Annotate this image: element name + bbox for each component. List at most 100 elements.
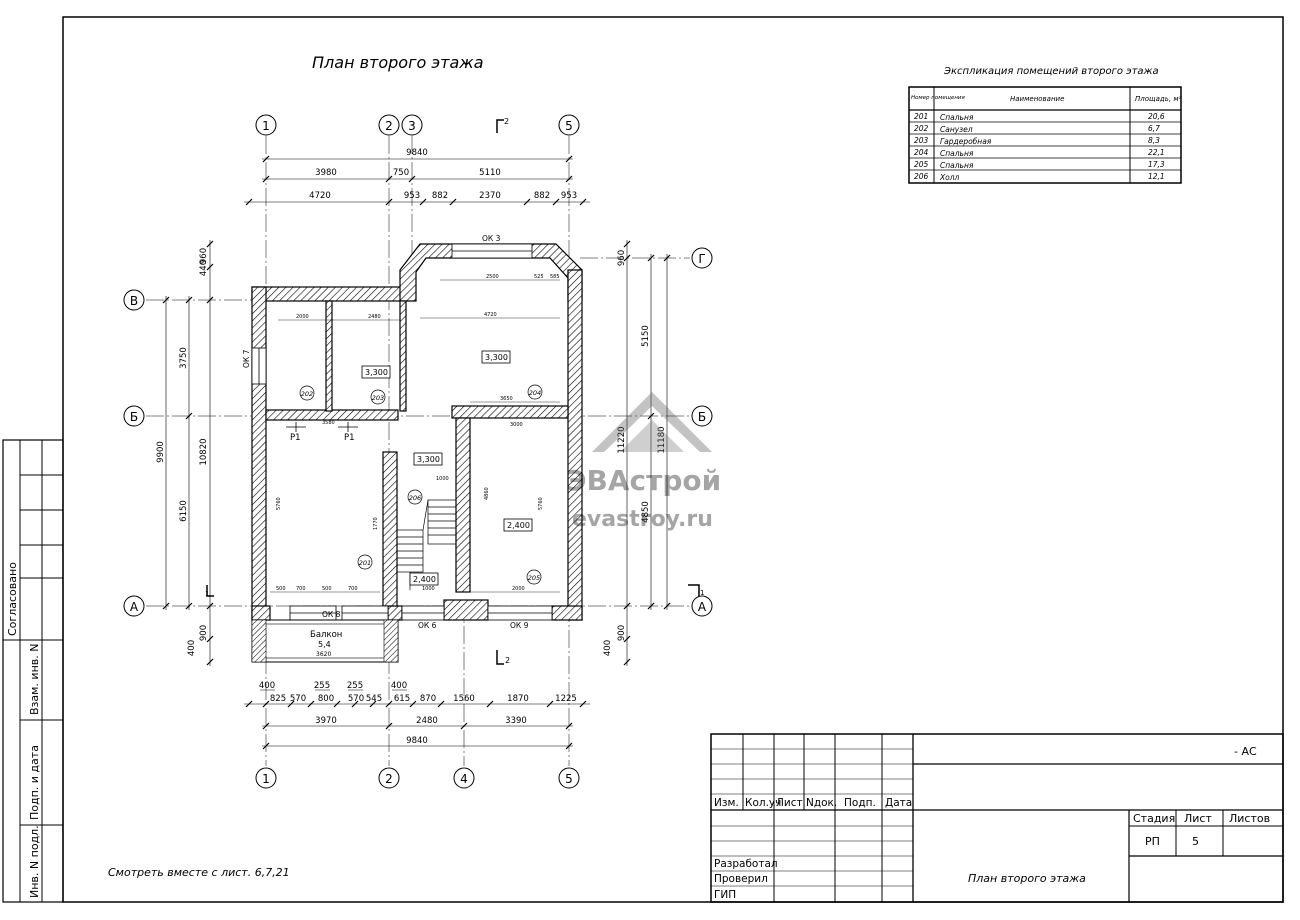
level-mark: 3,300 (365, 368, 388, 377)
dim-left: 6150 (179, 500, 189, 522)
room-number: 206 (409, 494, 421, 502)
dim-bottom: 800 (318, 694, 334, 704)
svg-text:201: 201 (914, 112, 928, 121)
level-mark: 2,400 (507, 521, 530, 530)
risers (286, 422, 358, 432)
room-markers (299, 384, 543, 585)
svg-text:525: 525 (534, 274, 544, 280)
dim-top: 750 (393, 168, 409, 178)
explication-row: 206 Холл 12,1 (914, 172, 1165, 182)
explication-header-name: Наименование (1010, 95, 1064, 103)
dim-bottom: 570 (290, 694, 306, 704)
walls (251, 243, 583, 621)
level-marks (361, 350, 533, 586)
dim-bottom: 570 (348, 694, 364, 704)
col-date: Дата (885, 797, 912, 809)
dim-top: 882 (534, 191, 550, 201)
role-chief: ГИП (714, 889, 736, 901)
balcony-label: Балкон (310, 630, 342, 640)
reference-note: Смотреть вместе с лист. 6,7,21 (108, 866, 290, 879)
room-number: 205 (528, 574, 540, 582)
dim-top-total: 9840 (406, 148, 428, 158)
svg-text:6,7: 6,7 (1148, 124, 1160, 133)
level-mark: 3,300 (485, 353, 508, 362)
svg-text:700: 700 (296, 586, 306, 592)
dim-right: 5150 (641, 325, 651, 347)
axis-right-g: Г (698, 252, 705, 266)
section-mark-top: 2 (504, 117, 509, 126)
dim-bottom: 1870 (507, 694, 529, 704)
svg-text:1000: 1000 (436, 476, 449, 482)
axis-top-2: 2 (385, 119, 393, 133)
dim-bottom-total: 9840 (406, 736, 428, 746)
room-number: 204 (529, 389, 541, 397)
svg-text:2000: 2000 (512, 586, 525, 592)
dim-left: 3750 (179, 347, 189, 369)
section-mark-left: 1 (205, 590, 209, 598)
axis-top-5: 5 (565, 119, 573, 133)
svg-text:4860: 4860 (484, 487, 490, 500)
stage-value: РП (1145, 835, 1160, 848)
section-mark-bottom: 2 (505, 656, 510, 665)
svg-text:3000: 3000 (510, 422, 523, 428)
svg-text:22,1: 22,1 (1148, 148, 1165, 157)
svg-text:4720: 4720 (484, 312, 497, 318)
dim-right: 11180 (657, 426, 667, 453)
axis-left-a: А (130, 600, 139, 614)
axis-left-v: В (130, 294, 138, 308)
sheet-frame (62, 16, 1284, 903)
axis-bottom-2: 2 (385, 772, 393, 786)
col-sheet: Лист (776, 797, 803, 809)
explication-header-number: Номер помещения (911, 95, 966, 101)
stamp-sign-date: Подп. и дата (28, 745, 41, 820)
svg-text:202: 202 (914, 124, 929, 133)
dim-bottom: 870 (420, 694, 436, 704)
watermark: ЭВАстрой evastroy.ru (566, 392, 721, 532)
explication-row: 202 Санузел 6,7 (914, 124, 1160, 134)
dim-bottom: 825 (270, 694, 286, 704)
dim-top: 2370 (479, 191, 501, 201)
dim-right: 11220 (617, 426, 627, 453)
watermark-brand: ЭВАстрой (566, 464, 721, 497)
riser-label: Р1 (344, 433, 355, 443)
staircase (396, 499, 457, 590)
balcony-width: 3620 (316, 651, 331, 658)
explication-row: 204 Спальня 22,1 (914, 148, 1165, 158)
dim-right: 4850 (641, 501, 651, 523)
svg-text:5760: 5760 (276, 497, 282, 510)
dim-left: 440 (199, 260, 209, 276)
svg-text:700: 700 (348, 586, 358, 592)
axis-bottom-5: 5 (565, 772, 573, 786)
room-number: 203 (372, 394, 384, 402)
dim-bottom: 1560 (453, 694, 475, 704)
role-developer: Разработал (714, 858, 778, 870)
axis-top-3: 3 (408, 119, 416, 133)
axis-left-b: Б (130, 410, 138, 424)
stamp-drawing-title: План второго этажа (968, 872, 1086, 885)
svg-text:3580: 3580 (322, 420, 335, 426)
dim-right: 960 (617, 250, 627, 266)
dim-left-bottom: 400 (187, 640, 197, 656)
svg-text:2500: 2500 (486, 274, 499, 280)
dim-top: 953 (561, 191, 577, 201)
floor-plan: 1 2 3 5 1 2 4 5 В Б А Г Б А (123, 114, 713, 789)
svg-text:8,3: 8,3 (1148, 136, 1160, 145)
svg-text:Гардеробная: Гардеробная (940, 137, 992, 146)
axis-lines (146, 136, 690, 766)
dim-bottom: 2480 (416, 716, 438, 726)
dim-right-bottom: 400 (603, 640, 613, 656)
level-mark: 3,300 (417, 455, 440, 464)
svg-text:Спальня: Спальня (940, 149, 974, 158)
explication-table: Экспликация помещений второго этажа Номе… (908, 66, 1182, 184)
dim-bottom-small: 400 (259, 681, 275, 691)
svg-text:Холл: Холл (939, 173, 960, 182)
watermark-url: evastroy.ru (572, 507, 713, 532)
svg-text:1770: 1770 (373, 517, 379, 530)
stamp-inv-original: Инв. N подл. (28, 825, 41, 898)
svg-text:3650: 3650 (500, 396, 513, 402)
section-mark-right: 1 (700, 589, 704, 597)
dim-bottom: 545 (366, 694, 382, 704)
window-ok8: ОК 8 (322, 610, 341, 619)
svg-text:204: 204 (914, 148, 929, 157)
col-change: Изм. (714, 797, 739, 809)
